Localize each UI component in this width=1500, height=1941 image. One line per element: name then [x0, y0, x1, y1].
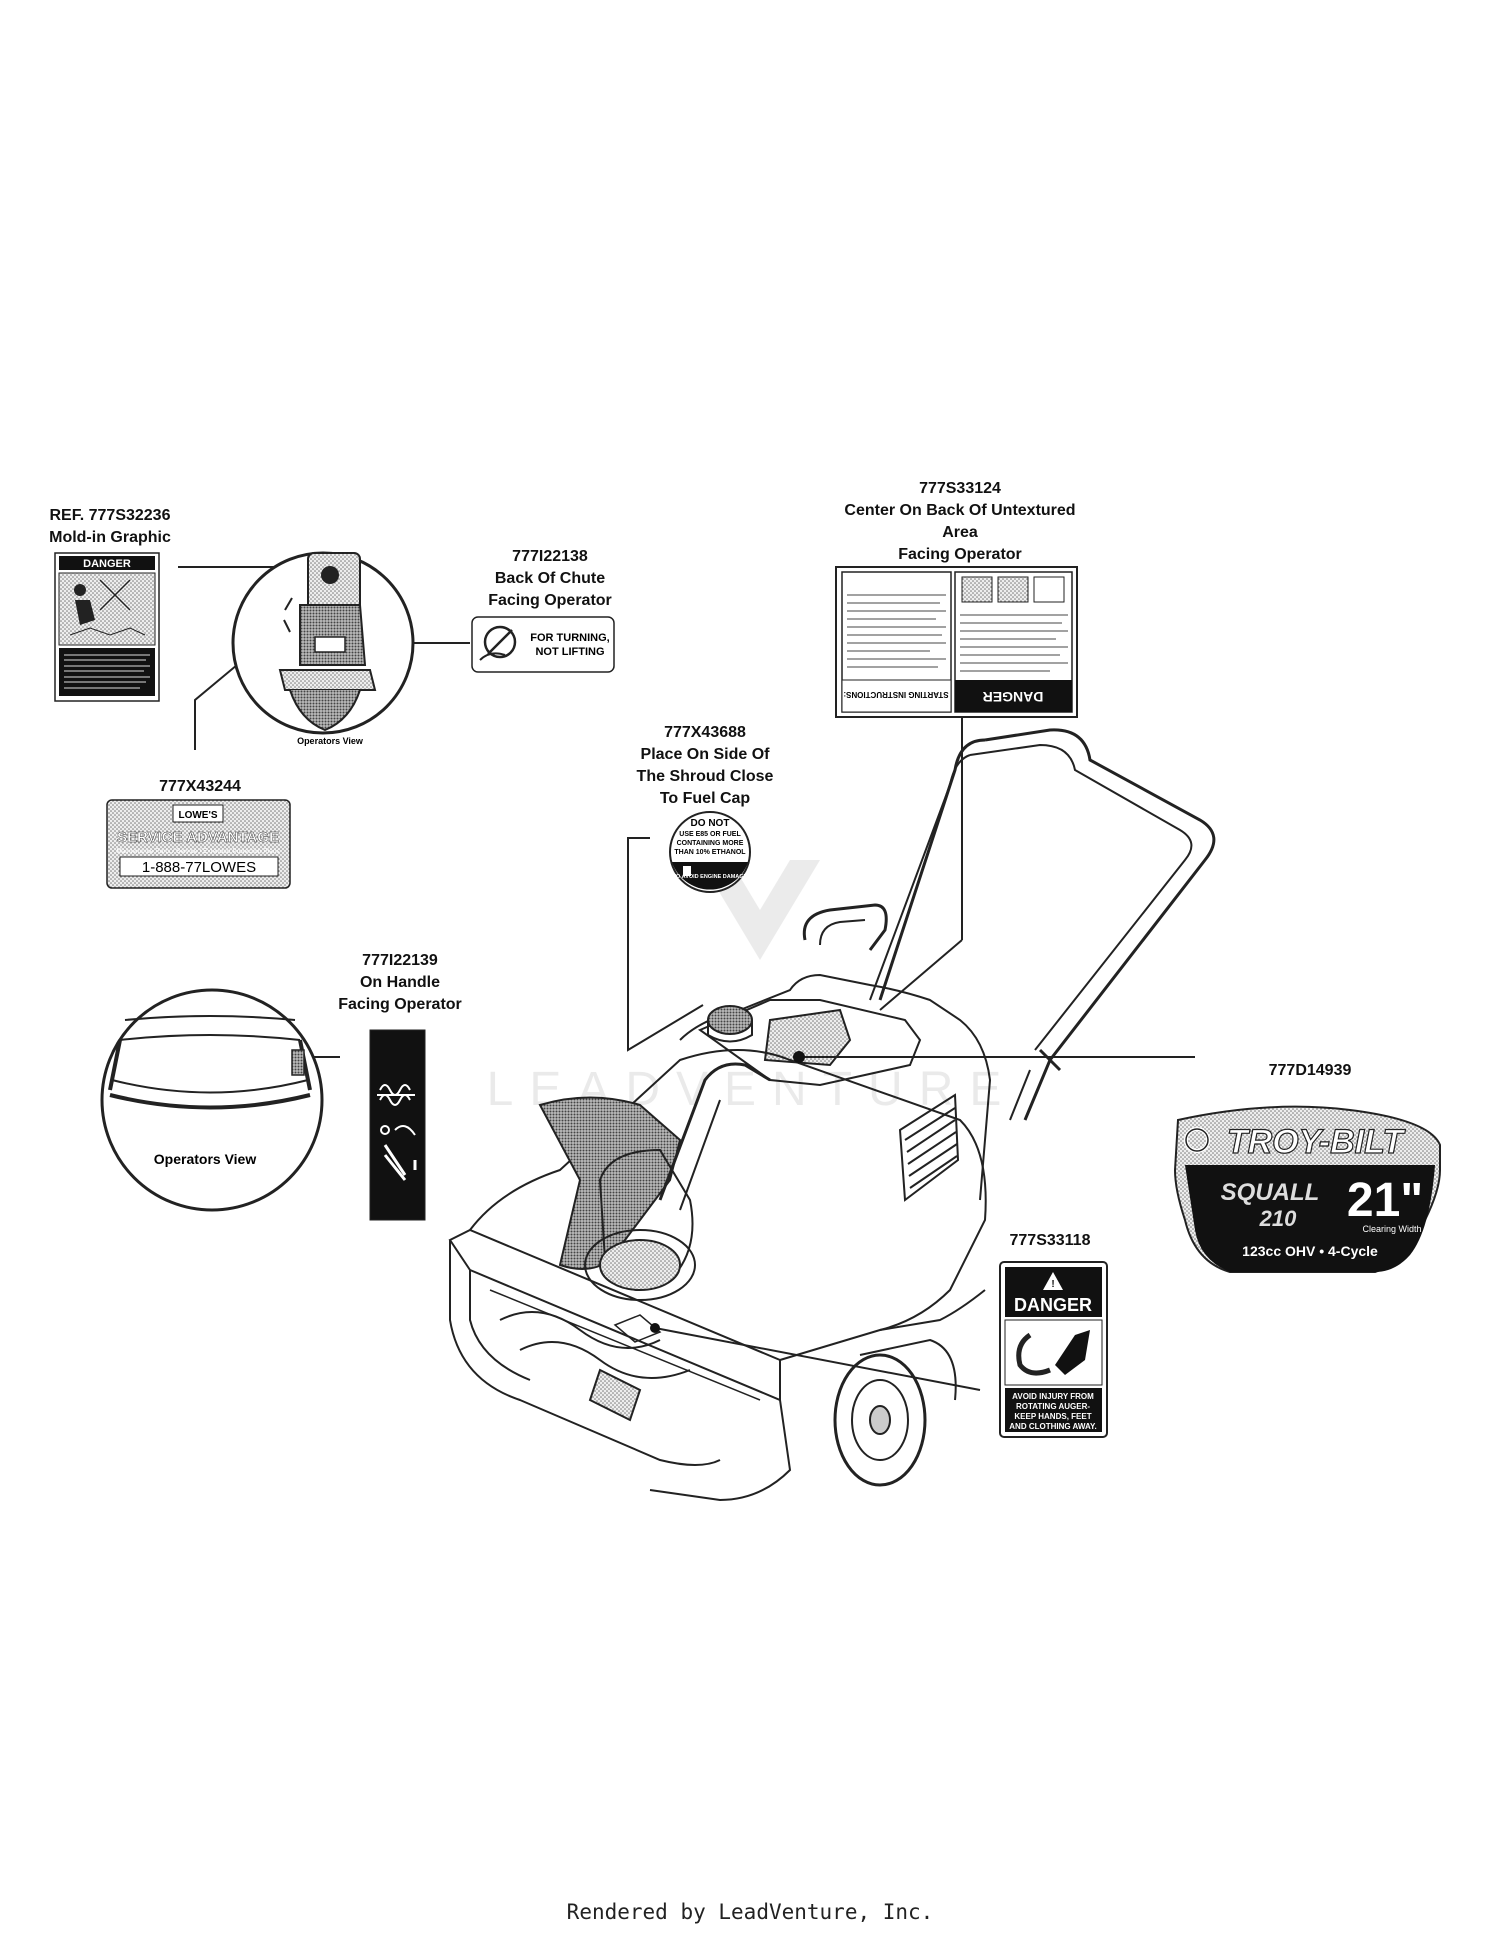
handle-decal	[369, 1029, 426, 1221]
callout-dot	[793, 1051, 805, 1063]
troybilt-size-sub: Clearing Width	[1362, 1224, 1421, 1234]
auger-line-3: KEEP HANDS, FEET	[1014, 1412, 1091, 1421]
auger-line-1: AVOID INJURY FROM	[1012, 1392, 1094, 1401]
troybilt-brand: TROY-BILT	[1227, 1123, 1406, 1161]
operators-view-label: Operators View	[297, 736, 364, 746]
troybilt-model2: 210	[1259, 1206, 1297, 1231]
ref-mold-desc: Mold-in Graphic	[49, 529, 171, 546]
chute-line-2: Facing Operator	[488, 592, 612, 609]
svg-text:!: !	[1051, 1279, 1054, 1290]
lowes-part: 777X43244	[159, 778, 241, 795]
fuel-desc-3: To Fuel Cap	[659, 790, 751, 807]
watermark: LEADVENTURE	[487, 860, 1001, 1116]
danger-back-side: STARTING INSTRUCTIONS:	[843, 690, 948, 699]
fuel-line-4: THAN 10% ETHANOL	[674, 849, 746, 856]
fuel-desc-2: The Shroud Close	[636, 768, 774, 785]
auger-danger-decal: ! DANGER AVOID INJURY FROM ROTATING AUGE…	[999, 1261, 1108, 1438]
ref-mold-part: REF. 777S32236	[49, 507, 171, 524]
danger-back-decal: DANGER STARTING INSTRUCTIONS:	[835, 566, 1078, 718]
troybilt-model1: SQUALL	[1221, 1179, 1320, 1206]
lowes-brand: LOWE'S	[178, 810, 217, 821]
lowes-phone: 1-888-77LOWES	[142, 859, 256, 876]
handle-line-1: On Handle	[359, 974, 440, 991]
troybilt-size: 21"	[1347, 1174, 1423, 1227]
fuel-line-3: CONTAINING MORE	[677, 840, 744, 847]
label-chute: 777I22138 Back Of Chute Facing Operator	[465, 546, 635, 612]
label-danger-back: 777S33124 Center On Back Of Untextured A…	[815, 478, 1105, 566]
operators-view-label: Operators View	[154, 1151, 257, 1167]
troybilt-part: 777D14939	[1268, 1062, 1352, 1079]
danger-back-line-2: Area	[942, 524, 978, 541]
auger-danger-word: DANGER	[1014, 1295, 1092, 1315]
lowes-decal: LOWE'S SERVICE ADVANTAGE Maintenance Par…	[106, 799, 291, 889]
fuel-line-5: TO AVOID ENGINE DAMAGE	[673, 874, 748, 880]
lowes-subtitle: Maintenance Parts / Service / Extended P…	[116, 848, 280, 855]
label-fuel: 777X43688 Place On Side Of The Shroud Cl…	[610, 722, 800, 810]
fuel-desc-1: Place On Side Of	[640, 746, 770, 763]
danger-back-line-3: Facing Operator	[898, 546, 1022, 563]
auger-line-4: AND CLOTHING AWAY.	[1009, 1422, 1096, 1431]
fuel-line-1: DO NOT	[691, 818, 730, 829]
fuel-decal: DO NOT USE E85 OR FUEL CONTAINING MORE T…	[669, 811, 751, 893]
fuel-line-2: USE E85 OR FUEL	[679, 831, 741, 838]
label-ref-mold: REF. 777S32236 Mold-in Graphic	[30, 505, 190, 549]
troybilt-decal: TROY-BILT SQUALL 210 21" Clearing Width …	[1173, 1105, 1441, 1273]
chute-line-1: Back Of Chute	[494, 570, 606, 587]
leader-lines	[178, 566, 1195, 1391]
danger-back-part: 777S33124	[919, 480, 1001, 497]
callout-dot	[650, 1323, 660, 1333]
handle-part: 777I22139	[362, 952, 438, 969]
label-handle: 777I22139 On Handle Facing Operator	[315, 950, 485, 1016]
turning-decal: FOR TURNING, NOT LIFTING	[471, 616, 615, 673]
operators-view-chute: Operators View	[231, 551, 415, 746]
fuel-part: 777X43688	[664, 724, 746, 741]
danger-back-line-1: Center On Back Of Untextured	[844, 502, 1076, 519]
chute-part: 777I22138	[512, 548, 588, 565]
lowes-title: SERVICE ADVANTAGE	[117, 829, 279, 846]
label-troybilt: 777D14939	[1240, 1060, 1380, 1082]
operators-view-handle: Operators View	[100, 988, 324, 1212]
snow-blower-drawing	[448, 728, 1216, 1502]
danger-word: DANGER	[83, 558, 131, 570]
auger-part: 777S33118	[1009, 1232, 1091, 1249]
auger-line-2: ROTATING AUGER-	[1016, 1402, 1090, 1411]
label-auger: 777S33118	[980, 1230, 1120, 1252]
troybilt-engine: 123cc OHV • 4-Cycle	[1242, 1243, 1378, 1259]
mold-in-danger-decal: DANGER	[54, 552, 160, 702]
turning-line-1: FOR TURNING,	[530, 632, 609, 644]
label-lowes: 777X43244	[120, 776, 280, 798]
turning-line-2: NOT LIFTING	[535, 646, 604, 658]
handle-line-2: Facing Operator	[338, 996, 462, 1013]
footer-credit: Rendered by LeadVenture, Inc.	[566, 1900, 934, 1924]
danger-back-word: DANGER	[983, 689, 1044, 705]
